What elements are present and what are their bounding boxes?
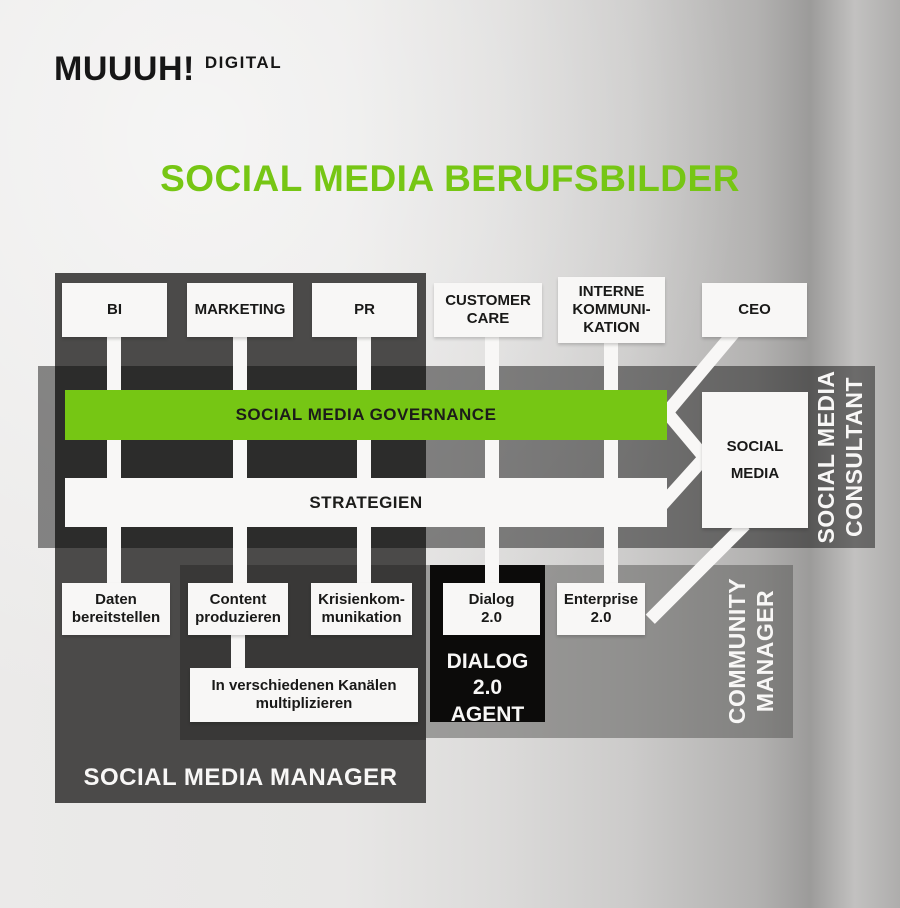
box-ceo: CEO: [702, 283, 807, 337]
page-title: SOCIAL MEDIA BERUFSBILDER: [160, 158, 740, 199]
connector-bi: [107, 337, 121, 583]
box-social-media: SOCIAL MEDIA: [702, 392, 808, 528]
box-enterprise-2-0: Enterprise 2.0: [557, 583, 645, 635]
connector-interne-kommunikation: [604, 340, 618, 583]
box-interne-kommunikation: INTERNE KOMMUNI- KATION: [558, 277, 665, 343]
logo-division: DIGITAL: [204, 53, 283, 72]
label-social-media-manager: SOCIAL MEDIA MANAGER: [83, 764, 398, 791]
box-daten-bereitstellen: Daten bereitstellen: [62, 583, 170, 635]
box-marketing: MARKETING: [187, 283, 293, 337]
box-pr: PR: [312, 283, 417, 337]
box-multiplizieren: In verschiedenen Kanälen multiplizieren: [190, 668, 418, 722]
strategien-bar: STRATEGIEN: [65, 478, 667, 527]
box-dialog-2-0: Dialog 2.0: [443, 583, 540, 635]
box-krisenkommunikation: Krisienkom- munikation: [311, 583, 412, 635]
label-social-media-consultant: SOCIAL MEDIA CONSULTANT: [813, 370, 867, 544]
logo: MUUUH! DIGITAL: [54, 52, 282, 86]
connector-marketing: [233, 337, 247, 583]
connector-customer-care: [485, 337, 499, 583]
box-bi: BI: [62, 283, 167, 337]
box-content-produzieren: Content produzieren: [188, 583, 288, 635]
governance-bar: SOCIAL MEDIA GOVERNANCE: [65, 390, 667, 440]
logo-brand: MUUUH!: [54, 50, 195, 88]
box-customer-care: CUSTOMER CARE: [434, 283, 542, 337]
label-community-manager: COMMUNITY MANAGER: [724, 577, 778, 725]
connector-content-multiplizieren: [231, 632, 245, 668]
connector-pr: [357, 337, 371, 583]
